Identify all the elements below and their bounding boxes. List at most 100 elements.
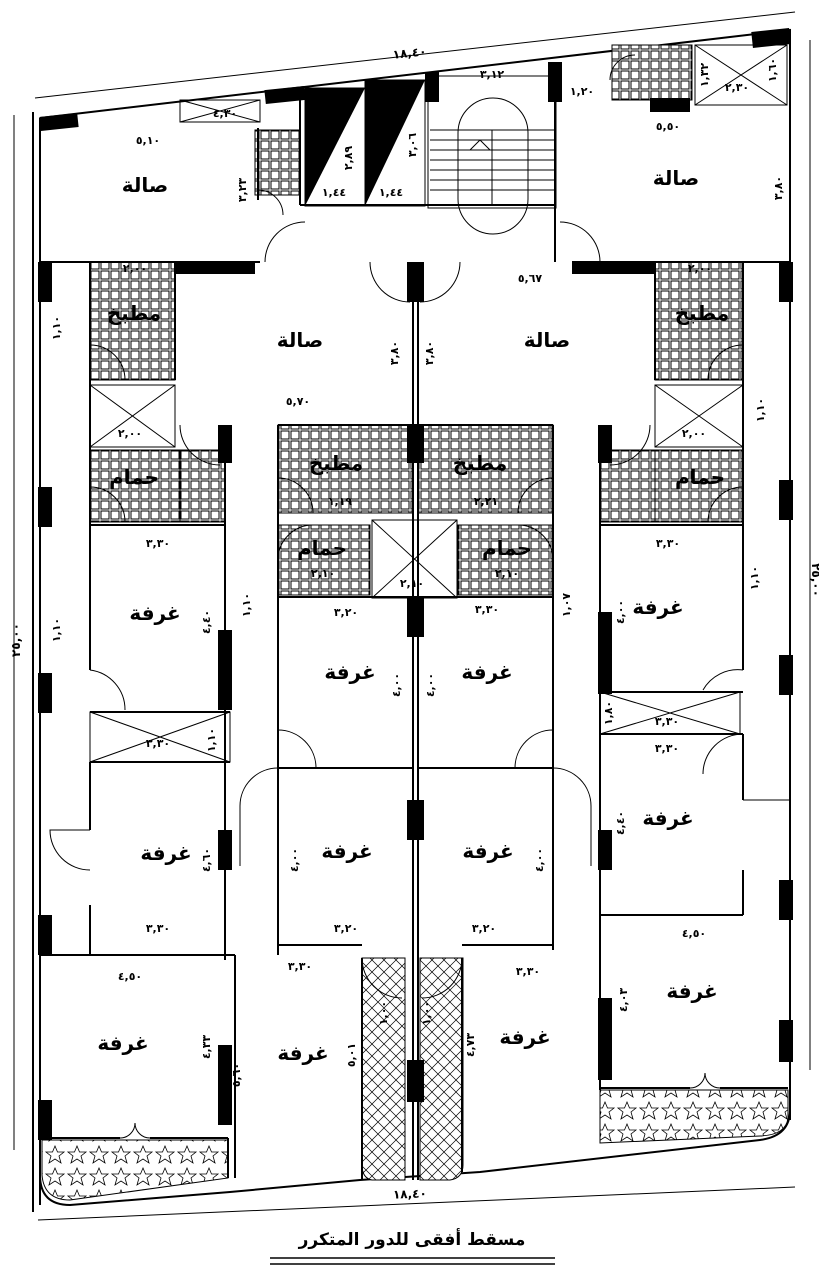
room-label-room-cr2: غرفة xyxy=(462,839,513,863)
plan-title: مسقط أفقى للدور المتكرر xyxy=(298,1228,526,1250)
room-label-bath-cr: حمام xyxy=(482,536,532,560)
dimension-label: ١,١٠ xyxy=(50,316,63,340)
dimension-label: ٢,١٠ xyxy=(400,577,424,590)
interior-walls xyxy=(40,65,790,1180)
dimension-label: ٥,٧٠ xyxy=(286,395,310,408)
dimension-label: ٤,٠٠ xyxy=(533,848,546,872)
dimension-label: ٤,٠٠ xyxy=(614,600,627,624)
overall-top-dim: ١٨,٤٠ xyxy=(392,44,427,61)
dimension-label: ١,١٠ xyxy=(748,566,761,590)
dimension-label: ٢,٠٠ xyxy=(118,427,142,440)
dimension-label: ٣,٨٠ xyxy=(423,341,436,365)
room-label-room-r3: غرفة xyxy=(666,979,717,1003)
dimension-label: ٥,٠١ xyxy=(345,1043,358,1067)
dimension-label: ٣,٣٠ xyxy=(655,742,679,755)
dimension-label: ٣,٨٠ xyxy=(388,341,401,365)
shafts xyxy=(89,44,788,763)
dimension-label: ١,١٠ xyxy=(240,593,253,617)
dimension-label: ١,٤٤ xyxy=(322,186,346,199)
dimension-label: ٣,٣٠ xyxy=(516,965,540,978)
dimension-label: ١,٢٠ xyxy=(570,85,594,98)
room-label-kitchen-right: مطبخ xyxy=(675,301,729,325)
overall-right-dim: ٢٥,٠٠ xyxy=(809,563,819,597)
dimension-label: ١,٠٠ xyxy=(377,1001,390,1025)
dimension-label: ٤,٧٣ xyxy=(464,1033,477,1058)
dimension-label: ٣,٣٠ xyxy=(146,922,170,935)
dimension-label: ١,١٠ xyxy=(205,728,218,752)
room-label-hall-top-left: صالة xyxy=(122,173,168,197)
dimension-label: ٣,٣٠ xyxy=(475,603,499,616)
dimension-label: ٣,٢٠ xyxy=(472,922,496,935)
dimension-label: ٥,٦٧ xyxy=(518,272,543,285)
dimension-label: ٤,٣٠ xyxy=(213,107,237,120)
room-label-room-l3: غرفة xyxy=(97,1031,148,1055)
room-label-bath-cl: حمام xyxy=(297,536,347,560)
room-label-room-r2: غرفة xyxy=(642,806,693,830)
room-label-hall-mid-right: صالة xyxy=(524,328,570,352)
dimension-label: ١,٤٤ xyxy=(379,186,403,199)
dimension-label: ١,١٠ xyxy=(50,618,63,642)
room-label-room-r1: غرفة xyxy=(632,595,683,619)
door-swings xyxy=(49,54,791,1139)
overall-left-dim: ٢٥,٠٠ xyxy=(9,623,23,657)
dimension-label: ١,٦٠ xyxy=(766,58,779,82)
dimension-label: ٢,٠٠ xyxy=(688,262,712,275)
dimension-label: ٤,٠٠ xyxy=(390,673,403,697)
room-label-room-cl3: غرفة xyxy=(277,1041,328,1065)
columns xyxy=(38,28,793,1140)
dimension-label: ١,٠٧ xyxy=(560,593,573,618)
dimension-label: ٤,٠٣ xyxy=(617,988,630,1013)
room-label-room-cr1: غرفة xyxy=(461,660,512,684)
dimension-label: ٤,٦٠ xyxy=(200,848,213,872)
room-label-kitchen-cr: مطبخ xyxy=(453,451,507,475)
overall-dimension-lines xyxy=(13,11,811,1221)
dimension-label: ٢,٨٩ xyxy=(342,146,355,171)
dimension-label: ١,١٩ xyxy=(328,495,353,508)
dimension-label: ٤,٥٠ xyxy=(682,927,706,940)
elevators xyxy=(304,79,426,207)
room-label-room-cl2: غرفة xyxy=(321,839,372,863)
overall-bottom-dim: ١٨,٤٠ xyxy=(393,1186,427,1201)
dimension-label: ١,٨٠ xyxy=(602,701,615,725)
wet-areas xyxy=(89,44,744,596)
dimension-label: ٣,٢٠ xyxy=(334,922,358,935)
room-label-hall-mid-left: صالة xyxy=(277,328,323,352)
dimension-label: ٤,٤٠ xyxy=(200,610,213,634)
dimension-label: ٣,٣٠ xyxy=(656,537,680,550)
stair xyxy=(427,75,557,235)
dimension-label: ٣,٣٠ xyxy=(146,737,170,750)
dimension-label: ٤,٠٠ xyxy=(424,673,437,697)
dimension-label: ١,٠٠ xyxy=(420,1001,433,1025)
dimension-label: ٥,١٠ xyxy=(136,134,160,147)
room-label-bath-right: حمام xyxy=(675,465,725,489)
dimension-label: ٣,٨٠ xyxy=(772,176,785,200)
room-label-room-l2: غرفة xyxy=(140,841,191,865)
dimension-label: ٣,٣٠ xyxy=(655,715,679,728)
balcony-areas xyxy=(41,957,789,1201)
dimension-label: ٣,١٢ xyxy=(480,68,505,81)
dimension-label: ٥,٥٠ xyxy=(656,120,680,133)
dimension-label: ٥,٦٠ xyxy=(230,1063,243,1087)
dimension-label: ٢,١٠ xyxy=(495,567,519,580)
dimension-label: ٣,٠٦ xyxy=(406,133,419,158)
dimension-label: ٤,٤٠ xyxy=(614,811,627,835)
room-labels: صالة صالة صالة صالة مطبخ مطبخ مطبخ مطبخ حمام حمام… xyxy=(97,166,729,1065)
dimension-label: ٣,٢٣ xyxy=(236,178,249,203)
dimension-label: ٣,٢٠ xyxy=(334,606,358,619)
room-label-kitchen-left: مطبخ xyxy=(107,301,161,325)
room-label-hall-top-right: صالة xyxy=(653,166,699,190)
dimension-label: ٤,٥٠ xyxy=(118,970,142,983)
dimension-label: ٤,٠٠ xyxy=(288,848,301,872)
dimension-label: ٢,٢١ xyxy=(474,495,498,508)
room-label-room-cr3: غرفة xyxy=(499,1025,550,1049)
room-label-kitchen-cl: مطبخ xyxy=(309,451,363,475)
room-label-room-cl1: غرفة xyxy=(324,660,375,684)
dimension-label: ٤,٣٣ xyxy=(200,1035,213,1060)
room-label-bath-left: حمام xyxy=(109,465,159,489)
dimension-label: ٣,٣٠ xyxy=(146,537,170,550)
room-label-room-l1: غرفة xyxy=(129,601,180,625)
dimension-label: ٢,٠٠ xyxy=(682,427,706,440)
dimension-label: ٢,١٠ xyxy=(311,567,335,580)
